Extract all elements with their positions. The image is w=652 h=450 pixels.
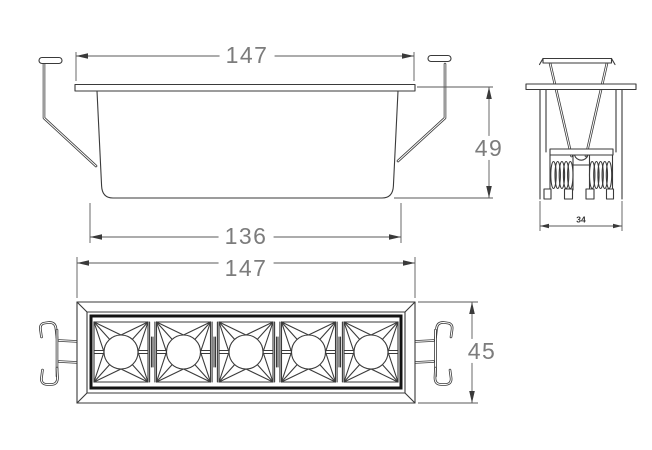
front-trim-flange — [74, 83, 416, 92]
dim-label-front-body-width: 136 — [218, 224, 274, 248]
dim-label-side-depth: 34 — [574, 214, 588, 225]
dim-side-depth — [539, 201, 623, 231]
clip-hook — [427, 54, 452, 63]
dim-label-front-height: 49 — [468, 136, 510, 160]
side-trim-flange — [525, 83, 637, 91]
plan-right-clip — [413, 321, 454, 386]
plan-left-clip — [39, 321, 80, 386]
dim-label-plan-width: 147 — [218, 256, 274, 280]
side-clip-arms — [548, 61, 609, 158]
side-view — [525, 57, 637, 200]
clip-hook — [38, 56, 63, 65]
front-left-spring-clip — [38, 56, 98, 168]
side-body-walls — [539, 88, 623, 200]
front-body — [96, 90, 399, 199]
plan-view — [39, 301, 454, 404]
side-clip-crossbar — [538, 57, 616, 66]
dim-label-plan-height: 45 — [461, 339, 503, 363]
dim-label-front-width: 147 — [219, 43, 275, 67]
front-view — [38, 54, 452, 199]
dim-plan-height — [418, 301, 478, 404]
side-feet — [543, 188, 615, 200]
front-right-spring-clip — [396, 54, 452, 163]
